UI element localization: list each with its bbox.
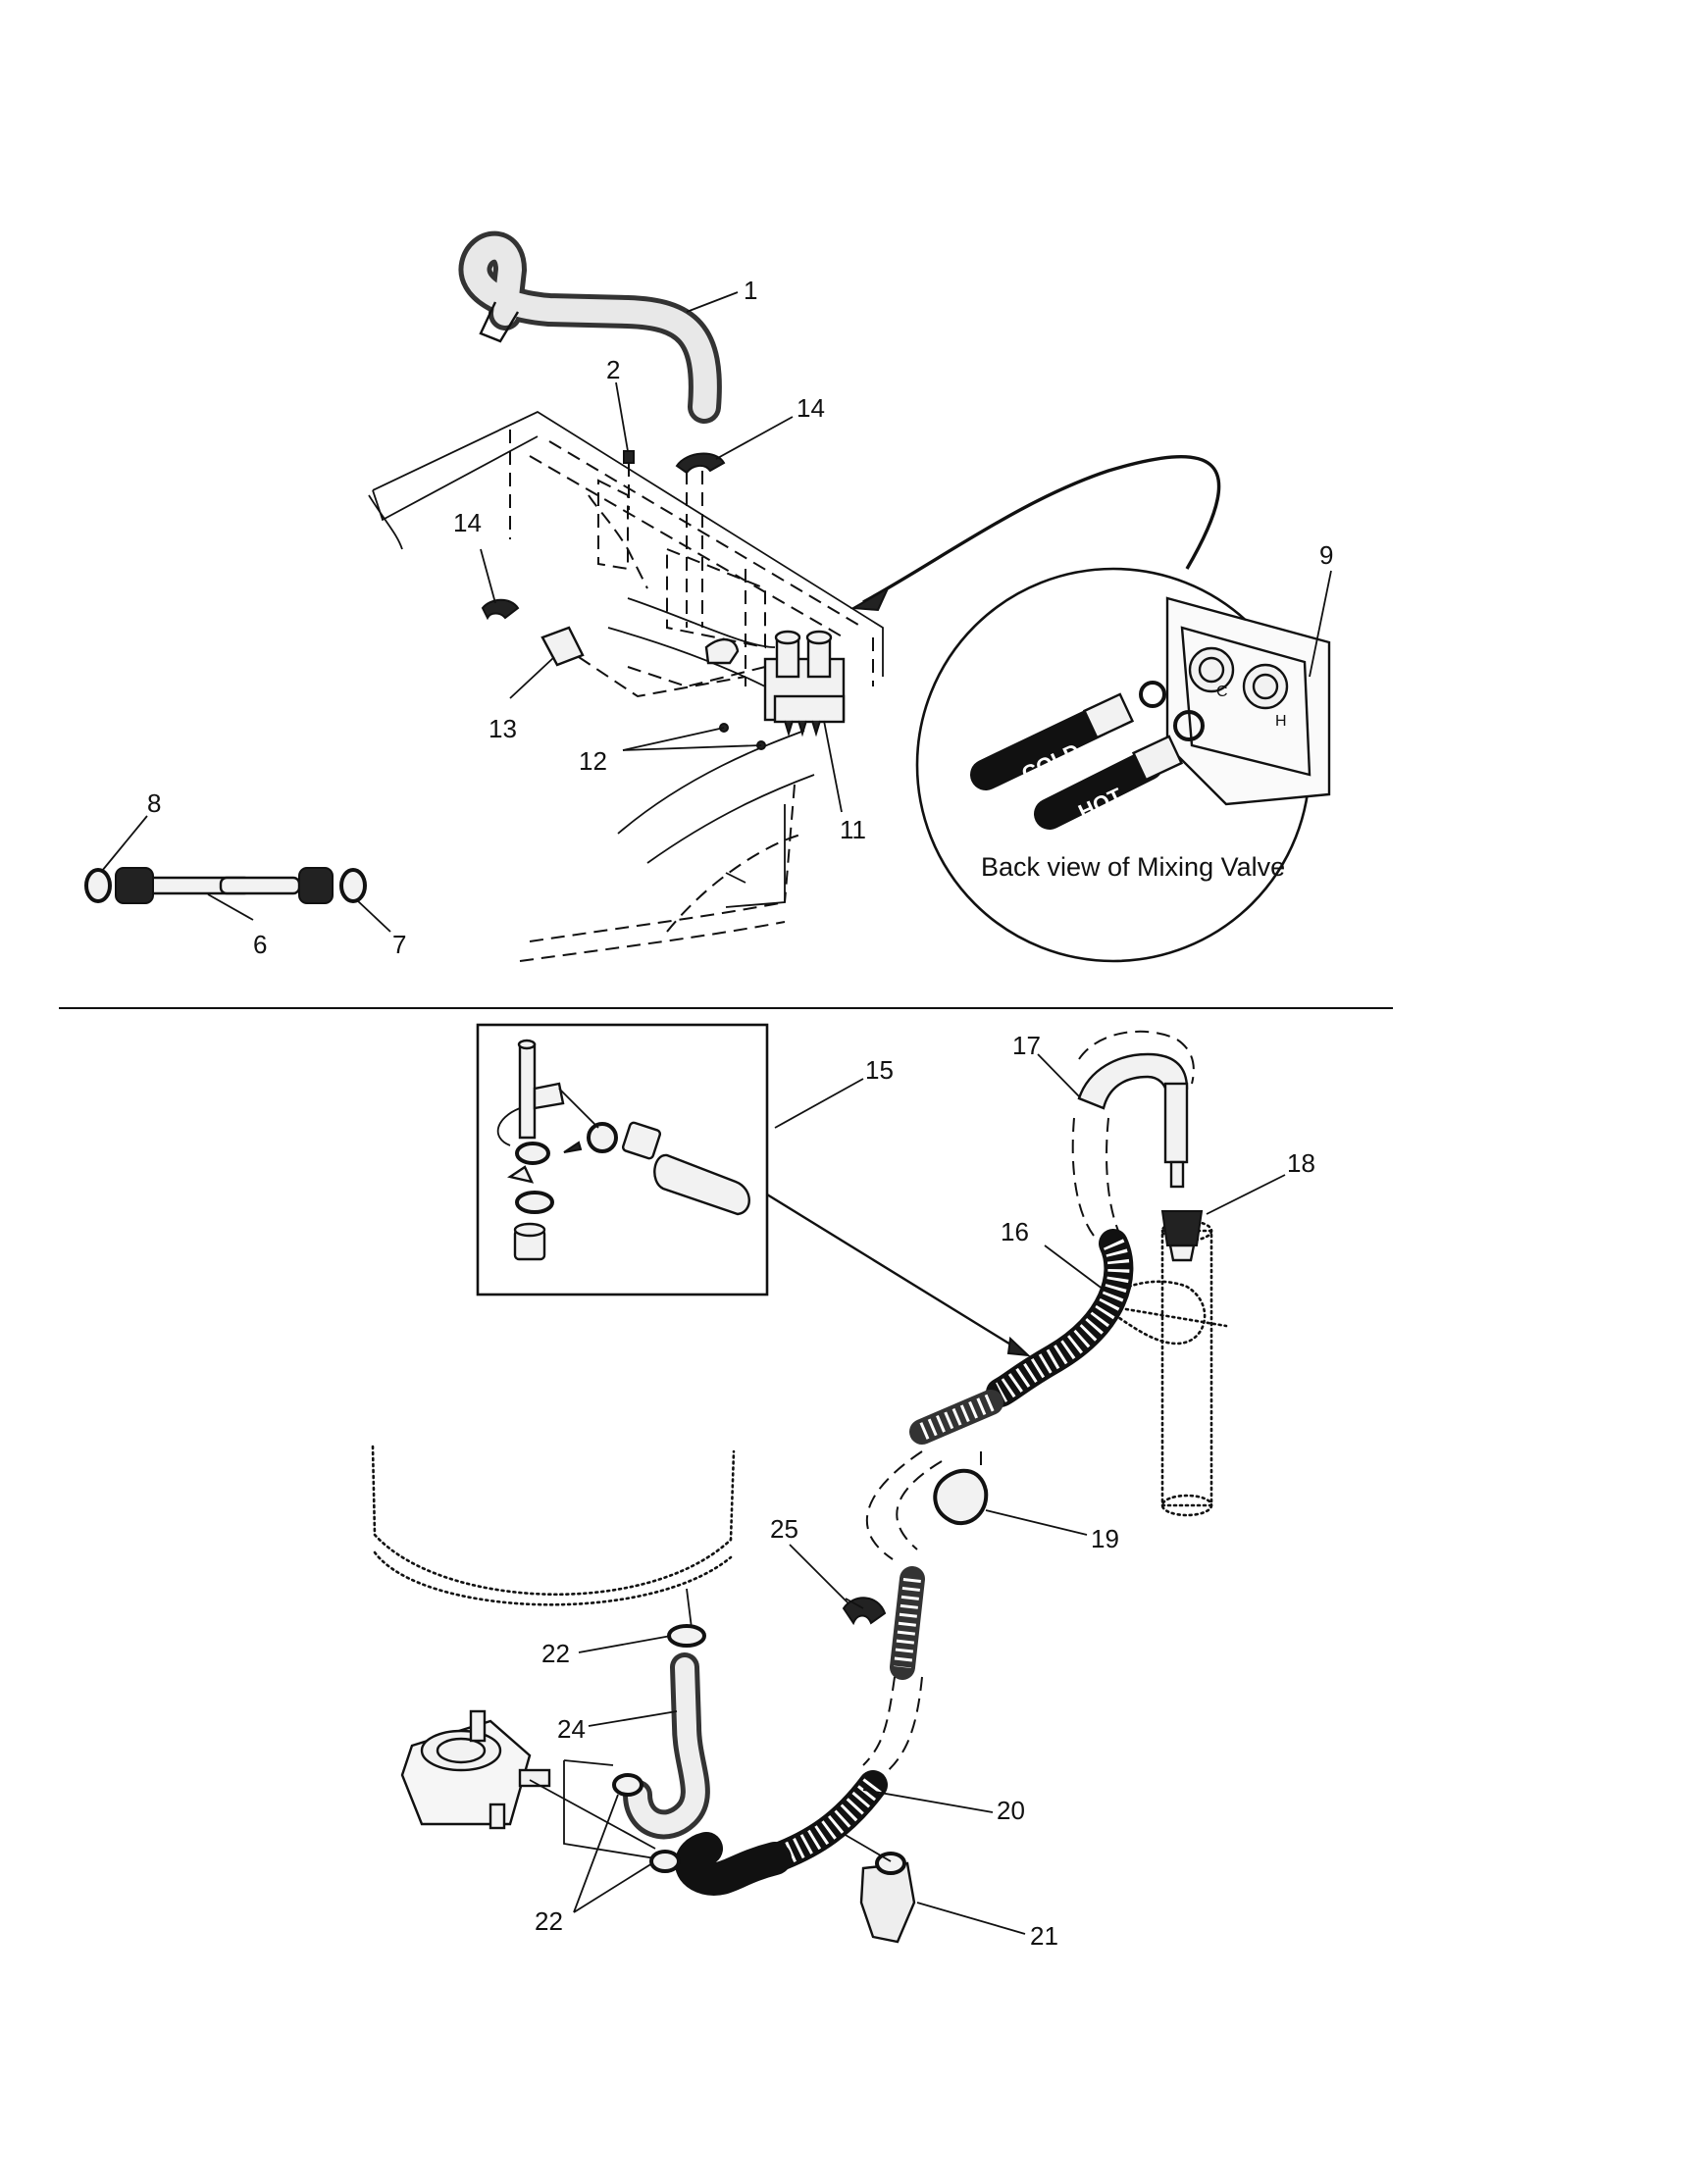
adapter-part-18: [1160, 1174, 1286, 1262]
filter-part-13: [540, 626, 746, 698]
hose-clamp-part-14-upper: [675, 452, 726, 628]
drain-kit-box-part-15: [476, 1023, 1031, 1357]
cabinet-top-panel: [368, 410, 884, 688]
callout-8: 8: [147, 788, 161, 818]
hot-inlet-mark: H: [1275, 713, 1287, 730]
clip-part-25: [789, 1544, 887, 1626]
hose-retainer-part-21: [843, 1833, 1026, 1944]
callout-15: 15: [865, 1055, 894, 1085]
tub-bottom: [371, 1445, 736, 1629]
drain-hose-part-20: [675, 1229, 1134, 1896]
callout-12: 12: [579, 746, 607, 776]
callout-25: 25: [770, 1514, 798, 1544]
callout-7: 7: [392, 930, 406, 959]
inlet-hose-part-6: [84, 815, 391, 933]
callout-9: 9: [1319, 540, 1333, 570]
callout-19: 19: [1091, 1524, 1119, 1553]
callout-2: 2: [606, 355, 620, 384]
tub-outline: [519, 730, 815, 962]
clamp-part-19: [933, 1451, 1088, 1536]
hose-part-24: [588, 1652, 710, 1840]
callout-14-upper: 14: [797, 393, 825, 423]
callout-18: 18: [1287, 1148, 1315, 1178]
callout-14-left: 14: [453, 508, 482, 537]
lower-assembly: [371, 1023, 1286, 1944]
callout-16: 16: [1001, 1217, 1029, 1246]
hose-clamps-part-22-lower: [573, 1773, 681, 1913]
callout-labels: 1 2 14 14 9 13 12 11 8 6 7 15 17 18 16 1…: [147, 276, 1333, 1951]
callout-20: 20: [997, 1796, 1025, 1825]
callout-22-upper: 22: [541, 1639, 570, 1668]
mixing-valve-part-11: [704, 630, 846, 737]
callout-6: 6: [253, 930, 267, 959]
hose-guide-part-17: [1037, 1030, 1195, 1237]
callout-1: 1: [744, 276, 757, 305]
callout-21: 21: [1030, 1921, 1058, 1951]
fill-hose-part-1: [458, 230, 722, 424]
screw-part-2: [623, 450, 635, 510]
callout-22-lower: 22: [535, 1906, 563, 1936]
inset-caption: Back view of Mixing Valve: [981, 852, 1285, 882]
cold-inlet-mark: C: [1216, 684, 1228, 700]
upper-assembly: COLD HOT C H Back view of Mixing Valve: [84, 230, 1332, 963]
hose-clamp-part-22-upper: [578, 1624, 706, 1653]
callout-24: 24: [557, 1714, 586, 1744]
drain-pump: [400, 1709, 656, 1859]
standpipe: [1160, 1219, 1213, 1517]
callout-17: 17: [1012, 1031, 1041, 1060]
hose-clamp-part-14-left: [481, 598, 520, 621]
callout-13: 13: [489, 714, 517, 743]
upper-leader-lines: [480, 291, 1221, 813]
callout-11: 11: [840, 815, 866, 844]
mixing-valve-back-view-inset: COLD HOT C H Back view of Mixing Valve: [915, 567, 1332, 963]
tie-strap-part-16: [1044, 1244, 1228, 1346]
